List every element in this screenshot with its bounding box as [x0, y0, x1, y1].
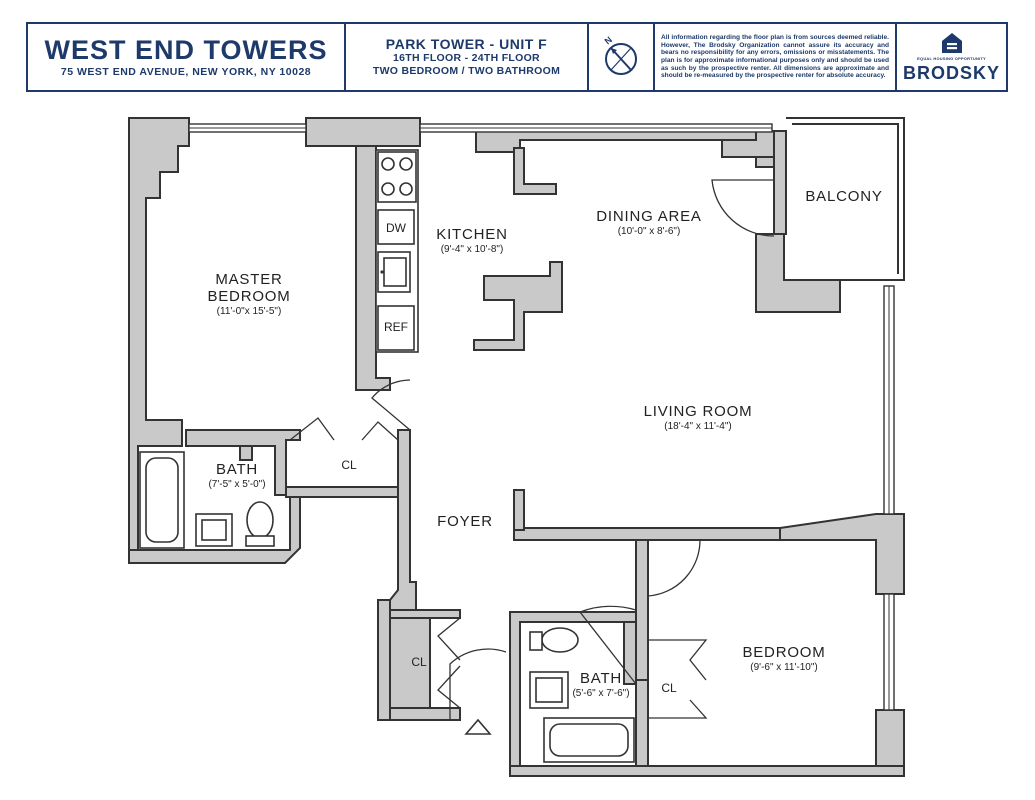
- room-name: MASTER: [215, 271, 283, 288]
- room-dimensions: (7'-5" x 5'-0"): [208, 479, 266, 490]
- room-dimensions: (9'-4" x 10'-8"): [440, 244, 504, 255]
- dishwasher: [377, 209, 415, 245]
- room-dimensions: (5'-6" x 7'-6"): [572, 688, 630, 699]
- kitchen-fixtures: [375, 149, 419, 353]
- unit-floors: 16TH FLOOR - 24TH FLOOR: [393, 52, 540, 64]
- bath2-fixtures: [529, 627, 635, 763]
- closet-label: CL: [411, 655, 427, 669]
- closet-door: [437, 617, 461, 661]
- exterior-walls: [128, 117, 905, 777]
- disclaimer-block: All information regarding the floor plan…: [655, 24, 897, 90]
- unit-type: TWO BEDROOM / TWO BATHROOM: [372, 65, 561, 77]
- unit-title: PARK TOWER - UNIT F: [385, 36, 548, 52]
- room-name: KITCHEN: [436, 226, 508, 243]
- balcony-door: [711, 179, 775, 237]
- room-label-foyer: FOYER: [437, 513, 493, 530]
- dishwasher-label: DW: [386, 221, 406, 235]
- entry-arrow-icon: [464, 718, 492, 735]
- compass: N: [589, 24, 655, 90]
- compass-north-label: N: [603, 35, 614, 47]
- master-bedroom-door: [371, 379, 411, 431]
- room-name: DINING AREA: [596, 208, 702, 225]
- closet-door: [648, 699, 708, 719]
- master-bath-fixtures: [139, 451, 275, 549]
- room-dimensions: (11'-0"x 15'-5"): [216, 306, 282, 317]
- unit-info-block: PARK TOWER - UNIT F 16TH FLOOR - 24TH FL…: [346, 24, 589, 90]
- equal-housing-icon: [941, 32, 962, 53]
- room-label-bath2: BATH (5'-6" x 7'-6"): [572, 670, 629, 699]
- closet-label: CL: [661, 681, 677, 695]
- closet-label: CL: [341, 458, 357, 472]
- doors: [289, 179, 775, 720]
- refrigerator-label: REF: [384, 320, 408, 334]
- room-label-master-bath: BATH (7'-5" x 5'-0"): [208, 461, 265, 490]
- bedroom-door: [647, 539, 701, 597]
- brand-block: EQUAL HOUSING OPPORTUNITY BRODSKY: [897, 24, 1006, 90]
- room-label-kitchen: KITCHEN (9'-4" x 10'-8"): [436, 226, 507, 255]
- brand-logo: BRODSKY: [902, 62, 1000, 83]
- compass-icon: N: [603, 35, 637, 75]
- room-name: LIVING ROOM: [643, 403, 753, 420]
- balcony-railing: [786, 117, 905, 281]
- room-name: BEDROOM: [207, 288, 291, 305]
- room-name: FOYER: [437, 513, 493, 530]
- windows: [188, 123, 895, 711]
- building-address: 75 WEST END AVENUE, NEW YORK, NY 10028: [60, 66, 312, 78]
- closet-door: [361, 421, 399, 441]
- room-name: BEDROOM: [742, 644, 826, 661]
- toilet: [246, 501, 274, 539]
- refrigerator: [377, 305, 415, 351]
- room-label-bedroom: BEDROOM (9'-6" x 11'-10"): [742, 644, 825, 673]
- closet-door: [289, 417, 335, 441]
- title-block: WEST END TOWERS 75 WEST END AVENUE, NEW …: [26, 22, 1008, 92]
- room-dimensions: (10'-0" x 8'-6"): [617, 226, 681, 237]
- entry-door: [449, 648, 507, 720]
- bath2-door: [578, 605, 637, 685]
- room-name: BATH: [215, 461, 259, 478]
- room-name: BATH: [579, 670, 623, 687]
- closet-door: [437, 665, 461, 709]
- disclaimer-text: All information regarding the floor plan…: [661, 33, 889, 80]
- closet-door: [648, 639, 708, 681]
- building-name: WEST END TOWERS: [44, 35, 328, 65]
- room-label-master-bedroom: MASTER BEDROOM (11'-0"x 15'-5"): [207, 271, 290, 317]
- toilet: [541, 627, 579, 653]
- room-name: BALCONY: [805, 188, 883, 205]
- room-label-living: LIVING ROOM (18'-4" x 11'-4"): [644, 403, 753, 432]
- room-label-balcony: BALCONY: [805, 188, 882, 205]
- room-dimensions: (9'-6" x 11'-10"): [750, 662, 818, 673]
- room-dimensions: (18'-4" x 11'-4"): [664, 421, 732, 432]
- building-block: WEST END TOWERS 75 WEST END AVENUE, NEW …: [28, 24, 346, 90]
- equal-housing-label: EQUAL HOUSING OPPORTUNITY: [917, 55, 986, 61]
- room-label-dining: DINING AREA (10'-0" x 8'-6"): [596, 208, 702, 237]
